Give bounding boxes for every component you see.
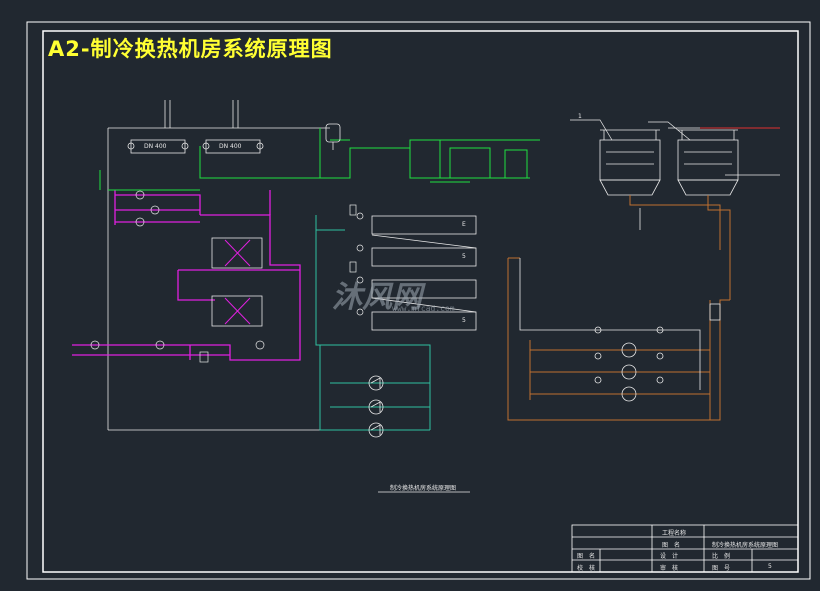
tb-row1-right: 比 例 — [712, 553, 731, 560]
tb-drawing-name-value: 制冷换热机房系统原理图 — [712, 542, 779, 549]
tower-tag-label: 1 — [578, 113, 582, 120]
expansion-tank — [325, 123, 341, 150]
pump-group-right — [594, 326, 664, 402]
outer-frame — [26, 21, 811, 580]
dn-header-right-label: DN 400 — [219, 143, 242, 150]
tb-row2-right: 图 号 — [712, 565, 731, 572]
plate-heat-exchanger-top — [211, 237, 263, 269]
tb-row2-left: 校 核 — [577, 565, 596, 572]
page-title: A2-制冷换热机房系统原理图 — [48, 37, 333, 61]
distributor-valves — [349, 204, 364, 316]
plate-heat-exchanger-bottom — [211, 295, 263, 327]
distributor-label-5b: 5 — [462, 317, 466, 324]
valve-row-left — [90, 190, 265, 363]
title-block-frame — [571, 524, 799, 573]
left-side-green — [99, 170, 200, 191]
white-cooling-loop — [519, 208, 701, 390]
distributor-label-5a: 5 — [462, 253, 466, 260]
drawing-caption: 制冷换热机房系统原理图 — [390, 485, 457, 492]
tb-row2-mid: 审 核 — [660, 565, 679, 572]
dn-header-right — [202, 139, 264, 154]
drawing-frame — [42, 30, 799, 573]
tb-sheet-number: 5 — [768, 563, 772, 570]
pump-group-center — [368, 375, 384, 438]
watermark-logo: 沐风网 — [332, 280, 422, 315]
distributor-boxes — [371, 215, 477, 331]
tb-row1-left: 图 名 — [577, 553, 596, 560]
tb-project-label: 工程名称 — [662, 530, 687, 537]
dn-header-left-label: DN 400 — [144, 143, 167, 150]
green-pipe-network — [199, 128, 540, 183]
dn-header-left — [127, 139, 189, 154]
watermark-url: www.mfcad.com — [392, 304, 455, 313]
distributor-label-e: E — [462, 221, 466, 228]
tb-row1-mid: 设 计 — [660, 553, 679, 560]
magenta-pipe-network — [72, 190, 301, 361]
orange-pipe-network — [507, 195, 731, 421]
tb-drawing-name-label: 图 名 — [662, 542, 681, 549]
cooling-tower-2 — [677, 129, 739, 196]
cyan-pipe-network — [315, 215, 431, 431]
filter-device-right — [709, 303, 721, 321]
chiller-header-section — [107, 100, 330, 431]
cooling-tower-1 — [599, 129, 661, 196]
